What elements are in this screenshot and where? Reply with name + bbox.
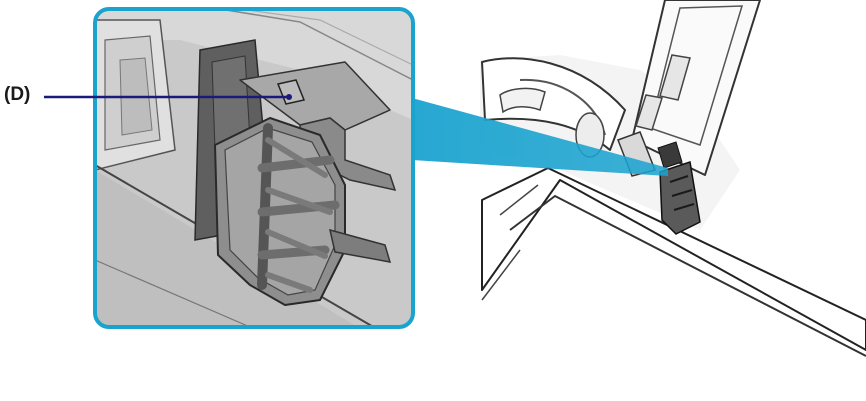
cover-roller-end: [499, 87, 546, 114]
callout-leader-dot: [286, 94, 292, 100]
rear-support-slot: [659, 54, 691, 101]
inset-guide-lower-tab: [328, 228, 392, 263]
rear-paper-support: [631, 0, 761, 176]
callout-label-d: (D): [4, 84, 31, 105]
rear-paper-support-inner: [649, 5, 744, 146]
rear-support-slot-2: [635, 94, 663, 131]
output-tray-inner-line: [499, 184, 539, 216]
inset-guide-ribs: [257, 123, 340, 293]
zoom-inset-frame: [93, 7, 415, 329]
magnifier-beam: [412, 98, 668, 176]
output-tray-edge: [509, 194, 866, 357]
inset-body-top: [95, 9, 413, 120]
zoom-inset: [93, 7, 415, 329]
printer-illustration: [480, 0, 866, 357]
tray-lower-line: [481, 249, 521, 301]
paper-guide-on-printer: [657, 141, 701, 235]
